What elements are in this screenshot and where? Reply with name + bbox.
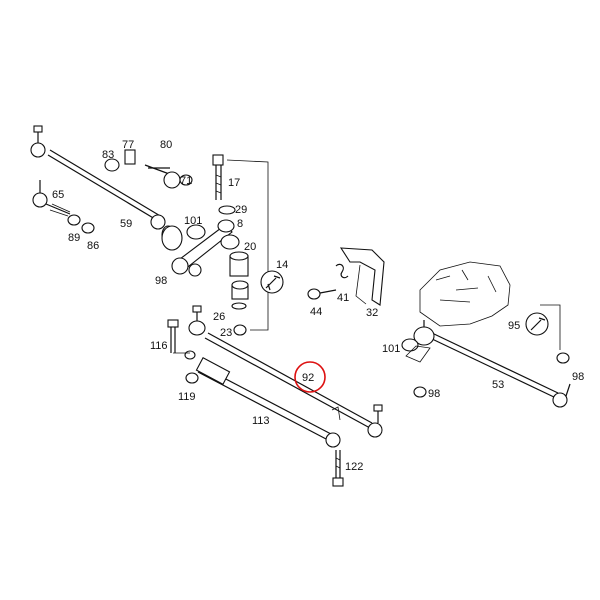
label-80: 80	[160, 139, 172, 151]
label-86: 86	[87, 240, 99, 252]
tie-rod-59	[30, 125, 175, 245]
label-59: 59	[120, 218, 132, 230]
clip-41	[335, 263, 349, 279]
highlight-circle	[294, 361, 326, 393]
label-122: 122	[345, 461, 363, 473]
bushing-8	[217, 219, 235, 233]
washer-29	[218, 205, 236, 215]
label-95: 95	[508, 320, 520, 332]
label-83: 83	[102, 149, 114, 161]
label-23: 23	[220, 327, 232, 339]
label-65: 65	[52, 189, 64, 201]
bolt-17	[212, 154, 224, 200]
steering-box	[419, 261, 511, 327]
label-14: 14	[276, 259, 288, 271]
washer-26	[231, 302, 247, 310]
nut-98-right	[556, 352, 570, 364]
label-44: 44	[310, 306, 322, 318]
washer-86	[81, 222, 95, 234]
label-8: 8	[237, 218, 243, 230]
label-20: 20	[244, 241, 256, 253]
label-119: 119	[178, 391, 196, 403]
wrench-icon	[260, 270, 284, 294]
label-26: 26	[213, 311, 225, 323]
label-29: 29	[235, 204, 247, 216]
label-98-right: 98	[572, 371, 584, 383]
bolt-122	[332, 450, 344, 487]
bolt-116	[167, 319, 190, 354]
bushing-20	[220, 234, 240, 250]
label-101-upper: 101	[184, 215, 202, 227]
nut-23	[233, 324, 247, 336]
label-101-lower: 101	[382, 343, 400, 355]
bracket-32	[339, 247, 385, 306]
label-92: 92	[302, 372, 314, 384]
label-89: 89	[68, 232, 80, 244]
label-98-left: 98	[155, 275, 167, 287]
ball-joint-65	[32, 180, 71, 217]
label-32: 32	[366, 307, 378, 319]
label-113: 113	[252, 415, 270, 427]
nut-98-steering	[413, 386, 427, 398]
label-116: 116	[150, 340, 168, 352]
bearing-part	[229, 251, 249, 300]
wrench-icon-95	[525, 304, 561, 350]
idler-arm-101	[161, 224, 233, 277]
label-53: 53	[492, 379, 504, 391]
ball-joint-71	[104, 149, 193, 189]
label-77: 77	[122, 139, 134, 151]
tie-rod-53	[401, 320, 571, 408]
label-71: 71	[180, 175, 192, 187]
label-17: 17	[228, 177, 240, 189]
bolt-44	[307, 288, 337, 300]
label-41: 41	[337, 292, 349, 304]
label-98-center: 98	[428, 388, 440, 400]
nut-89	[67, 214, 81, 226]
tie-rod-92	[188, 305, 383, 438]
